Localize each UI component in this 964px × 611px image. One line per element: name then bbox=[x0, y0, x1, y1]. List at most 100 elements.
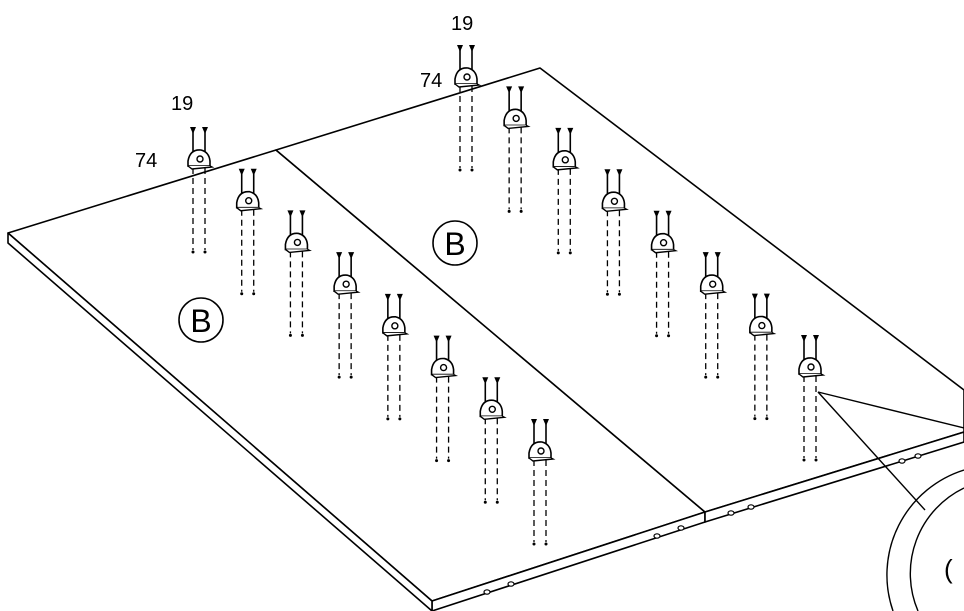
edge-hole bbox=[747, 504, 755, 510]
screw-icon bbox=[190, 127, 196, 154]
panel-left-side-edge bbox=[7, 232, 433, 611]
bracket-icon bbox=[454, 67, 482, 88]
screw-icon bbox=[250, 168, 257, 196]
screw-icon bbox=[555, 127, 562, 155]
bracket-screw-group-left bbox=[187, 127, 215, 254]
screw-icon bbox=[482, 377, 489, 405]
screw-hole-dot bbox=[617, 292, 621, 296]
screw-hole-dot bbox=[814, 458, 818, 462]
screw-hole-dot bbox=[483, 500, 487, 504]
bracket-icon bbox=[601, 191, 629, 213]
screw-icon bbox=[653, 210, 660, 238]
screw-hole-dot bbox=[458, 168, 462, 172]
detail-partial-label: ( bbox=[944, 554, 953, 584]
screw-hole-dot bbox=[568, 251, 572, 255]
bracket-icon bbox=[235, 190, 264, 212]
bracket-screw-group-right bbox=[650, 210, 679, 338]
bracket-screw-group-right bbox=[749, 293, 777, 421]
bracket-screw-group-left bbox=[382, 293, 410, 421]
bracket-icon bbox=[187, 149, 215, 170]
screw-icon bbox=[518, 86, 525, 114]
part-number-19-top: 19 bbox=[451, 13, 473, 35]
screw-icon bbox=[567, 127, 574, 155]
bracket-screw-group-left bbox=[430, 335, 459, 463]
edge-hole bbox=[507, 581, 515, 587]
edge-hole bbox=[914, 453, 922, 459]
screw-icon bbox=[543, 419, 549, 446]
screw-hole-dot bbox=[300, 333, 304, 337]
screw-hole-dot bbox=[544, 542, 548, 546]
bracket-icon bbox=[479, 399, 507, 421]
screw-icon bbox=[287, 210, 294, 238]
part-number-74-top: 74 bbox=[420, 70, 442, 92]
callout-line-bottom bbox=[817, 391, 926, 511]
screw-icon bbox=[763, 293, 770, 321]
bracket-screw-group-left bbox=[333, 252, 361, 379]
bracket-icon bbox=[552, 150, 580, 171]
screw-icon bbox=[238, 168, 245, 196]
screw-icon bbox=[531, 419, 537, 446]
screw-hole-dot bbox=[753, 417, 757, 421]
screw-hole-dot bbox=[252, 292, 256, 296]
screw-icon bbox=[751, 293, 758, 321]
bracket-screw-group-right bbox=[503, 86, 531, 213]
screw-icon bbox=[348, 252, 355, 280]
edge-hole bbox=[483, 589, 491, 595]
screw-hole-dot bbox=[704, 375, 708, 379]
bracket-screw-group-right bbox=[454, 45, 482, 172]
detail-callout bbox=[817, 391, 964, 611]
screw-hole-dot bbox=[802, 458, 806, 462]
bracket-icon bbox=[650, 232, 679, 254]
bracket-screw-group-left bbox=[235, 168, 264, 296]
screw-hole-dot bbox=[288, 333, 292, 337]
bracket-icon bbox=[749, 315, 777, 337]
screw-hole-dot bbox=[667, 334, 671, 338]
bracket-screw-group-right bbox=[552, 127, 580, 255]
screw-icon bbox=[665, 210, 672, 238]
edge-holes bbox=[483, 453, 922, 595]
detail-inner-arc bbox=[909, 487, 964, 611]
bracket-screw-group-left bbox=[479, 377, 507, 504]
edge-hole bbox=[653, 533, 661, 539]
bracket-screw-group-left bbox=[528, 419, 556, 546]
bracket-screw-group-right bbox=[601, 169, 629, 296]
panel-label-right-text: B bbox=[444, 226, 465, 262]
screw-hole-dot bbox=[507, 209, 511, 213]
screw-hole-dot bbox=[398, 417, 402, 421]
screw-icon bbox=[457, 45, 463, 72]
screw-icon bbox=[714, 252, 721, 280]
screw-icon bbox=[396, 293, 403, 321]
screw-hole-dot bbox=[470, 168, 474, 172]
bracket-icon bbox=[798, 357, 826, 378]
detail-circle bbox=[886, 469, 964, 611]
screw-icon bbox=[299, 210, 306, 238]
screw-icon bbox=[469, 45, 475, 72]
screw-hole-dot bbox=[435, 459, 439, 463]
screw-hole-dot bbox=[240, 292, 244, 296]
screw-hole-dot bbox=[386, 417, 390, 421]
bracket-screw-group-right bbox=[798, 335, 826, 462]
panel-label-left-text: B bbox=[190, 303, 211, 339]
bracket-icon bbox=[382, 316, 410, 337]
screw-hole-dot bbox=[519, 209, 523, 213]
screw-icon bbox=[506, 86, 513, 114]
screw-icon bbox=[494, 377, 501, 405]
edge-hole bbox=[677, 525, 685, 531]
screw-icon bbox=[604, 169, 611, 197]
panel-label-left-circle bbox=[178, 297, 224, 343]
screw-icon bbox=[702, 252, 709, 280]
part-number-19-left: 19 bbox=[171, 93, 193, 115]
screw-hole-dot bbox=[203, 250, 207, 254]
screw-icon bbox=[202, 127, 208, 154]
screw-hole-dot bbox=[655, 334, 659, 338]
screw-hole-dot bbox=[716, 375, 720, 379]
bracket-icon bbox=[333, 274, 361, 295]
screw-hole-dot bbox=[349, 375, 353, 379]
screw-icon bbox=[616, 169, 623, 197]
edge-hole bbox=[727, 510, 735, 516]
screw-icon bbox=[336, 252, 343, 280]
screw-hole-dot bbox=[765, 417, 769, 421]
screw-icon bbox=[433, 335, 440, 363]
screw-hole-dot bbox=[447, 459, 451, 463]
